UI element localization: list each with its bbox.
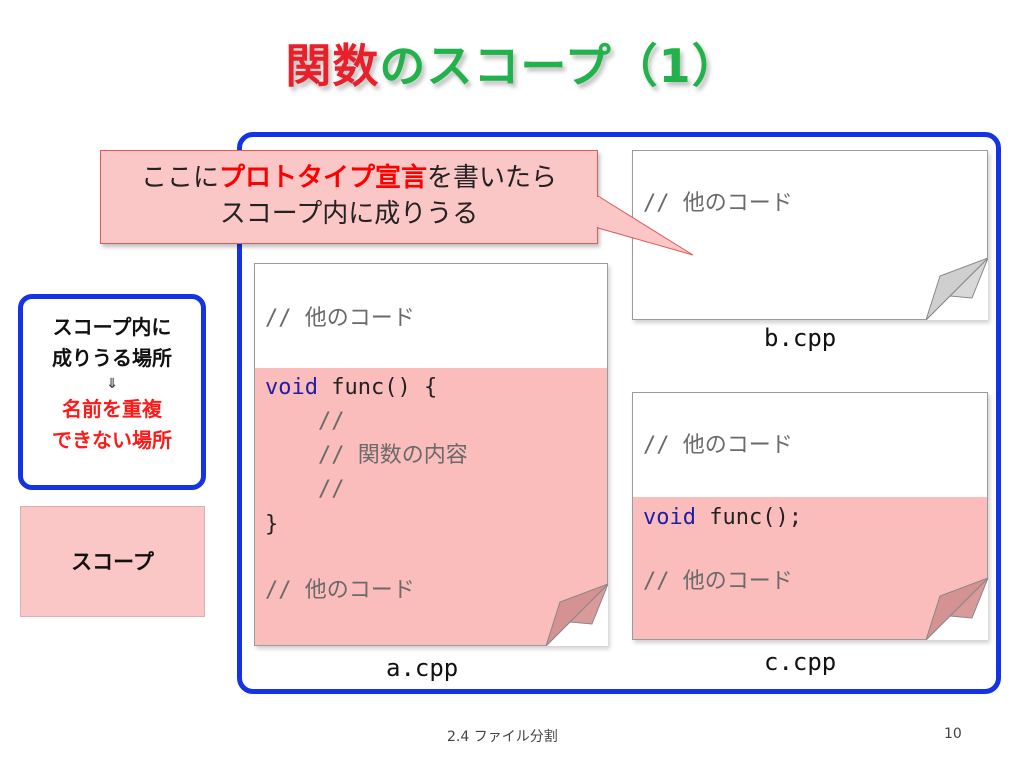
file-c-line: void func(); [643,501,802,535]
callout-text-pre: ここに [140,163,219,193]
file-c-line: // 他のコード [643,433,793,458]
title-rest: のスコープ（1） [379,39,739,93]
down-arrow-icon: ⇓ [106,376,118,392]
callout-text-post: を書いたら [427,163,558,193]
callout-highlight: プロトタイプ宣言 [218,163,427,193]
scope-frame [237,132,1001,694]
keyword-void: void [265,375,318,400]
file-c-line: // 他のコード [643,569,793,594]
file-a-line: // 他のコード [265,578,415,603]
page-fold-icon [546,584,608,646]
file-a-line: void func() { [265,371,437,405]
file-c-highlight [633,497,987,639]
footer-section: 2.4 ファイル分割 [447,729,558,745]
file-b-comment: // 他のコード [643,191,793,216]
file-a-line: } [265,512,279,537]
title-keyword: 関数 [285,39,380,93]
file-a: // 他のコード void func() { // // 関数の内容 // } … [254,263,608,646]
file-a-line: // 他のコード [265,306,415,331]
keyword-void: void [643,505,696,530]
legend-line3: 名前を重複 [62,397,162,421]
file-c-name: c.cpp [764,648,837,676]
footer-page-number: 10 [944,726,962,742]
file-b-name: b.cpp [764,324,837,352]
file-b: // 他のコード [632,150,988,320]
slide-title: 関数のスコープ（1） [0,30,1024,96]
file-a-line: // 関数の内容 [265,443,468,468]
legend-line4: できない場所 [52,428,172,452]
file-c: // 他のコード void func(); // 他のコード [632,392,988,640]
legend-box: スコープ内に 成りうる場所 ⇓ 名前を重複 できない場所 [18,294,206,490]
callout-box: ここにプロトタイプ宣言を書いたら スコープ内に成りうる [100,150,598,244]
file-a-line: // [265,409,345,434]
code-text: func() { [317,375,438,400]
file-a-name: a.cpp [386,654,459,682]
scope-legend: スコープ [20,506,205,617]
callout-line2: スコープ内に成りうる [219,199,479,229]
file-a-line: // [265,477,345,502]
callout-line1: ここにプロトタイプ宣言を書いたら [101,160,597,196]
legend-line2: 成りうる場所 [52,346,172,370]
page-fold-icon [926,258,988,320]
code-text: func(); [695,505,802,530]
file-a-highlight [255,368,607,645]
page-fold-icon [926,578,988,640]
legend-line1: スコープ内に [52,315,172,339]
